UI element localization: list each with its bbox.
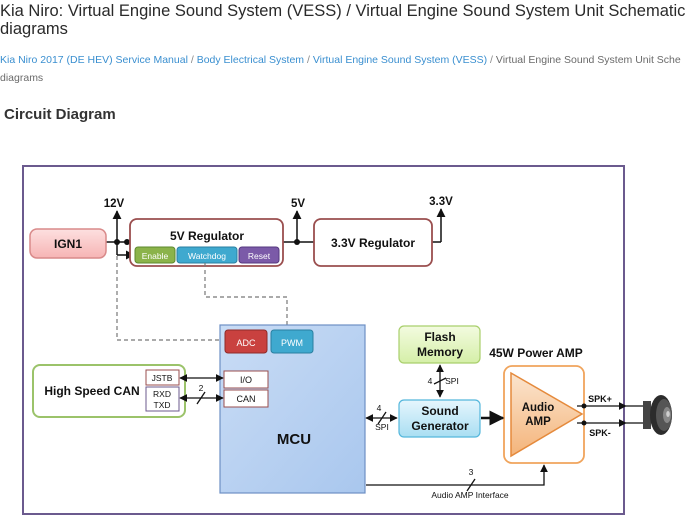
audio-amp-interface-label: Audio AMP Interface xyxy=(431,490,509,500)
can-pin-label: CAN xyxy=(236,394,255,404)
spk-plus-label: SPK+ xyxy=(588,394,612,404)
reset-pin xyxy=(238,246,280,264)
voltage-5v-label: 5V xyxy=(291,198,305,210)
sound-generator-label-2: Generator xyxy=(411,419,469,433)
can-transceiver-label: High Speed CAN xyxy=(44,384,139,398)
regulator-3v3-label: 3.3V Regulator xyxy=(331,236,415,250)
ign1-block xyxy=(29,228,107,259)
page-title: Kia Niro: Virtual Engine Sound System (V… xyxy=(0,2,697,38)
voltage-3v3-label: 3.3V xyxy=(429,196,453,208)
breadcrumb-separator: / xyxy=(487,54,496,66)
can-bus-width: 2 xyxy=(199,383,204,393)
breadcrumb-separator: / xyxy=(187,54,197,66)
sound-generator-label-1: Sound xyxy=(421,404,458,418)
enable-pin-label: Enable xyxy=(142,251,169,261)
interface-bus-width: 3 xyxy=(469,467,474,477)
mcu-spi-width: 4 xyxy=(377,403,382,413)
pwm-pin xyxy=(270,329,314,354)
can-pin xyxy=(223,389,269,408)
ign1-label: IGN1 xyxy=(54,237,82,251)
breadcrumb-current-cont: diagrams xyxy=(0,72,44,84)
adc-pin xyxy=(224,329,268,354)
watchdog-pin xyxy=(176,246,238,264)
mcu-spi-label: SPI xyxy=(375,422,389,432)
voltage-12v-label: 12V xyxy=(104,198,125,210)
io-pin-label: I/O xyxy=(240,375,252,385)
flash-spi-label: SPI xyxy=(445,376,459,386)
jstb-pin xyxy=(145,369,180,386)
breadcrumb-current: Virtual Engine Sound System Unit Sche xyxy=(495,54,681,66)
breadcrumb-separator: / xyxy=(304,54,313,66)
mcu-label: MCU xyxy=(277,431,311,448)
breadcrumb: Kia Niro 2017 (DE HEV) Service Manual / … xyxy=(0,51,697,87)
breadcrumb-link-manual[interactable]: Kia Niro 2017 (DE HEV) Service Manual xyxy=(0,54,188,66)
regulator-5v-label: 5V Regulator xyxy=(170,229,244,243)
jstb-pin-label: JSTB xyxy=(152,373,173,383)
reset-pin-label: Reset xyxy=(248,251,271,261)
section-title: Circuit Diagram xyxy=(4,106,116,123)
power-amp-title: 45W Power AMP xyxy=(489,346,583,360)
flash-memory-label-2: Memory xyxy=(417,345,463,359)
flash-spi-width: 4 xyxy=(428,376,433,386)
amp-triangle-icon xyxy=(510,371,584,458)
audio-amp-label-2: AMP xyxy=(525,416,551,428)
page-title-line2: diagrams xyxy=(0,20,68,38)
page-title-line1: Kia Niro: Virtual Engine Sound System (V… xyxy=(0,2,686,20)
audio-amp-label-1: Audio xyxy=(522,402,555,414)
regulator-3v3-block xyxy=(313,218,433,267)
breadcrumb-link-vess[interactable]: Virtual Engine Sound System (VESS) xyxy=(312,54,488,66)
txd-pin-label: TXD xyxy=(154,400,171,410)
watchdog-pin-label: Watchdog xyxy=(188,251,226,261)
adc-pin-label: ADC xyxy=(236,338,256,348)
spk-minus-label: SPK- xyxy=(589,428,611,438)
speaker-icon xyxy=(643,395,672,435)
rxd-txd-pin xyxy=(145,386,180,412)
sound-generator-block xyxy=(398,399,481,438)
flash-memory-label-1: Flash xyxy=(424,330,455,344)
enable-pin xyxy=(134,246,176,264)
flash-memory-block xyxy=(398,325,481,364)
pwm-pin-label: PWM xyxy=(281,338,303,348)
io-pin xyxy=(223,370,269,389)
breadcrumb-link-body[interactable]: Body Electrical System xyxy=(196,54,305,66)
rxd-pin-label: RXD xyxy=(153,389,171,399)
